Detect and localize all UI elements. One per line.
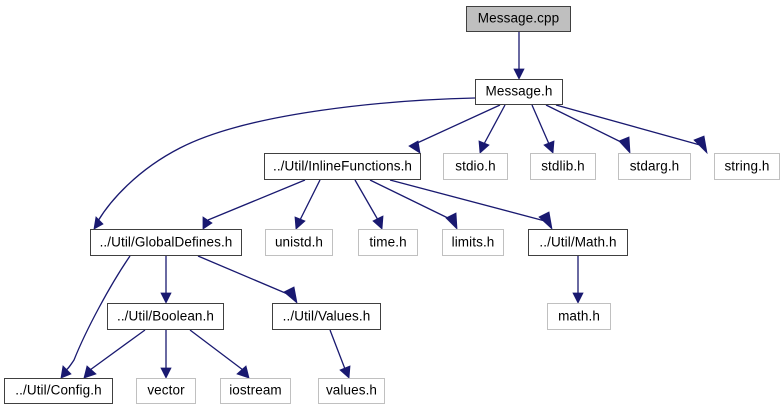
arrowhead-icon xyxy=(83,365,97,379)
edge-globaldefines_h-to-values_util_h xyxy=(197,255,298,305)
arrowhead-icon xyxy=(372,215,384,230)
edge-line xyxy=(97,97,476,222)
node-label: time.h xyxy=(369,234,407,250)
graph-node-message_cpp[interactable]: Message.cpp xyxy=(466,6,571,32)
edge-message_h-to-inlinefunctions_h xyxy=(408,104,501,154)
edge-message_h-to-stdio_h xyxy=(478,104,506,154)
arrowhead-icon xyxy=(513,68,525,80)
edge-line xyxy=(369,179,453,221)
node-label: unistd.h xyxy=(274,234,324,250)
graph-node-values_util_h[interactable]: ../Util/Values.h xyxy=(272,303,381,330)
arrowhead-icon xyxy=(93,216,104,230)
arrowhead-icon xyxy=(60,365,72,379)
edge-message_h-to-globaldefines_h xyxy=(93,97,476,230)
edge-line xyxy=(389,179,546,222)
arrowhead-icon xyxy=(478,140,490,154)
edge-values_util_h-to-values_h xyxy=(329,329,351,379)
edge-line xyxy=(197,255,291,296)
node-label: stdlib.h xyxy=(541,158,585,174)
graph-node-math_util_h[interactable]: ../Util/Math.h xyxy=(528,229,628,256)
node-label: ../Util/InlineFunctions.h xyxy=(272,158,413,174)
node-label: math.h xyxy=(558,308,600,324)
arrowhead-icon xyxy=(283,286,298,305)
node-label: stdio.h xyxy=(455,158,496,174)
arrowhead-icon xyxy=(294,216,306,230)
arrowhead-icon xyxy=(543,140,555,154)
graph-node-iostream[interactable]: iostream xyxy=(220,378,291,404)
graph-node-time_h[interactable]: time.h xyxy=(358,229,418,256)
arrowhead-icon xyxy=(693,135,708,155)
graph-node-string_h[interactable]: string.h xyxy=(714,153,780,180)
edge-inlinefunctions_h-to-math_util_h xyxy=(389,179,553,231)
edge-line xyxy=(483,104,506,145)
graph-node-inlinefunctions_h[interactable]: ../Util/InlineFunctions.h xyxy=(264,153,421,180)
graph-node-unistd_h[interactable]: unistd.h xyxy=(265,229,333,256)
node-label: ../Util/Math.h xyxy=(539,234,617,250)
graph-node-config_h[interactable]: ../Util/Config.h xyxy=(4,378,113,404)
graph-node-message_h[interactable]: Message.h xyxy=(475,79,563,105)
node-label: limits.h xyxy=(451,234,495,250)
edge-boolean_h-to-config_h xyxy=(83,329,146,379)
arrowhead-icon xyxy=(572,292,584,304)
edge-line xyxy=(329,329,346,370)
edge-boolean_h-to-vector xyxy=(160,330,172,379)
edge-message_h-to-string_h xyxy=(555,104,708,155)
node-label: vector xyxy=(147,382,185,398)
arrowhead-icon xyxy=(408,140,421,154)
graph-node-limits_h[interactable]: limits.h xyxy=(442,229,504,256)
graph-node-boolean_h[interactable]: ../Util/Boolean.h xyxy=(107,303,224,330)
edge-line xyxy=(545,104,626,145)
edge-line xyxy=(354,179,379,221)
node-label: Message.h xyxy=(485,83,553,99)
edge-globaldefines_h-to-config_h xyxy=(60,255,131,379)
edge-message_h-to-stdlib_h xyxy=(531,104,555,154)
graph-node-stdlib_h[interactable]: stdlib.h xyxy=(530,153,596,180)
arrowhead-icon xyxy=(236,365,250,379)
edge-globaldefines_h-to-boolean_h xyxy=(160,256,172,304)
edge-line xyxy=(207,179,306,221)
graph-node-stdio_h[interactable]: stdio.h xyxy=(443,153,508,180)
edge-inlinefunctions_h-to-limits_h xyxy=(369,179,458,231)
arrowhead-icon xyxy=(160,292,172,304)
edge-boolean_h-to-iostream xyxy=(189,329,250,379)
graph-node-vector[interactable]: vector xyxy=(136,378,196,404)
arrowhead-icon xyxy=(618,136,631,155)
node-label: stdarg.h xyxy=(629,158,680,174)
node-label: ../Util/Values.h xyxy=(282,308,371,324)
graph-node-math_h[interactable]: math.h xyxy=(547,303,611,330)
edge-line xyxy=(65,255,131,371)
graph-node-stdarg_h[interactable]: stdarg.h xyxy=(618,153,691,180)
edge-line xyxy=(414,104,501,145)
graph-node-values_h[interactable]: values.h xyxy=(318,378,385,404)
node-label: ../Util/Boolean.h xyxy=(116,308,214,324)
node-label: iostream xyxy=(229,382,282,398)
edge-message_h-to-stdarg_h xyxy=(545,104,631,155)
edge-line xyxy=(531,104,550,145)
arrowhead-icon xyxy=(538,211,553,231)
node-label: ../Util/GlobalDefines.h xyxy=(99,234,233,250)
edge-line xyxy=(555,104,701,146)
edge-line xyxy=(89,329,146,371)
edge-inlinefunctions_h-to-time_h xyxy=(354,179,384,230)
edge-line xyxy=(189,329,244,371)
edge-math_util_h-to-math_h xyxy=(572,256,584,304)
edge-inlinefunctions_h-to-globaldefines_h xyxy=(202,179,306,230)
node-label: values.h xyxy=(325,382,378,398)
edge-message_cpp-to-message_h xyxy=(513,32,525,80)
edge-inlinefunctions_h-to-unistd_h xyxy=(294,179,321,230)
arrowhead-icon xyxy=(202,216,213,230)
arrowhead-icon xyxy=(160,367,172,379)
arrowhead-icon xyxy=(445,212,458,231)
node-label: string.h xyxy=(724,158,770,174)
graph-node-globaldefines_h[interactable]: ../Util/GlobalDefines.h xyxy=(90,229,242,256)
node-label: ../Util/Config.h xyxy=(15,382,102,398)
node-label: Message.cpp xyxy=(477,10,560,26)
arrowhead-icon xyxy=(339,365,351,379)
edge-line xyxy=(299,179,321,221)
